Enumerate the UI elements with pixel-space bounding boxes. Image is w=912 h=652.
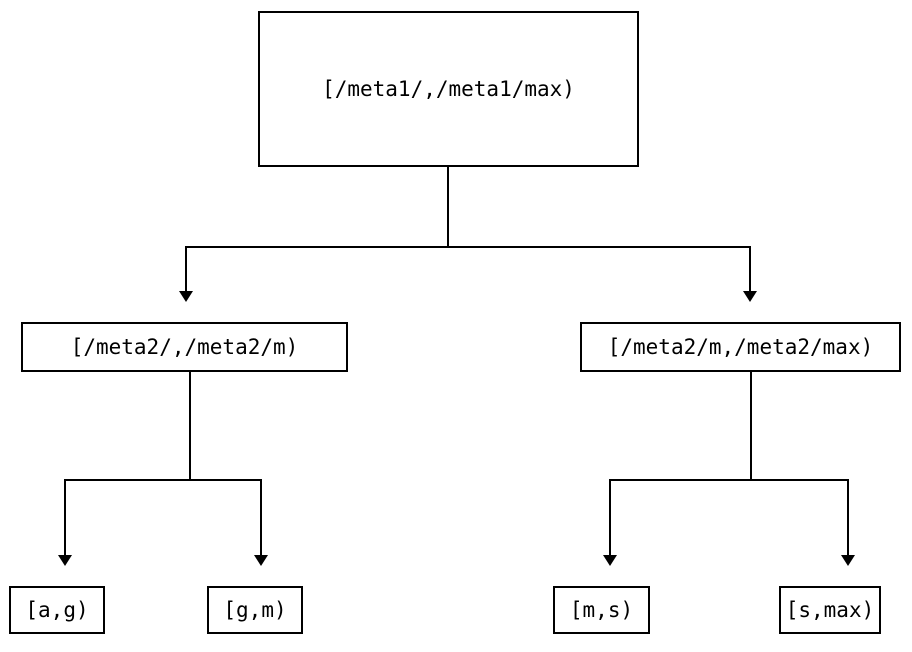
edge-level2-left-stem <box>189 372 191 480</box>
edge-level2-left-crossbar <box>64 479 191 481</box>
arrowhead-level2-left <box>179 291 193 302</box>
node-level2-right[interactable]: [/meta2/m,/meta2/max) <box>580 322 901 372</box>
edge-level2-left-crossbar-right <box>189 479 262 481</box>
node-leaf-4[interactable]: [s,max) <box>779 586 881 634</box>
node-leaf-4-label: [s,max) <box>785 597 875 622</box>
node-leaf-2-label: [g,m) <box>223 597 287 622</box>
edge-level2-right-to-leaf-4 <box>847 479 849 556</box>
node-level2-left[interactable]: [/meta2/,/meta2/m) <box>21 322 348 372</box>
edge-level2-right-crossbar-right <box>750 479 849 481</box>
edge-root-to-level2-left <box>185 246 187 292</box>
edge-level2-right-crossbar <box>609 479 752 481</box>
node-level2-left-label: [/meta2/,/meta2/m) <box>70 334 299 359</box>
node-leaf-3-label: [m,s) <box>569 597 634 622</box>
arrowhead-leaf-1 <box>58 555 72 566</box>
node-leaf-1-label: [a,g) <box>25 597 89 622</box>
node-level2-right-label: [/meta2/m,/meta2/max) <box>607 334 874 359</box>
arrowhead-leaf-4 <box>841 555 855 566</box>
arrowhead-level2-right <box>743 291 757 302</box>
node-leaf-1[interactable]: [a,g) <box>9 586 105 634</box>
node-root-label: [/meta1/,/meta1/max) <box>322 76 575 101</box>
edge-level2-left-to-leaf-2 <box>260 479 262 556</box>
node-leaf-2[interactable]: [g,m) <box>207 586 303 634</box>
node-root[interactable]: [/meta1/,/meta1/max) <box>258 11 639 167</box>
arrowhead-leaf-3 <box>603 555 617 566</box>
edge-level2-right-stem <box>750 372 752 480</box>
node-leaf-3[interactable]: [m,s) <box>553 586 650 634</box>
edge-root-stem <box>447 167 449 247</box>
edge-level2-left-to-leaf-1 <box>64 479 66 556</box>
edge-root-crossbar <box>185 246 751 248</box>
edge-level2-right-to-leaf-3 <box>609 479 611 556</box>
edge-root-to-level2-right <box>749 246 751 292</box>
arrowhead-leaf-2 <box>254 555 268 566</box>
